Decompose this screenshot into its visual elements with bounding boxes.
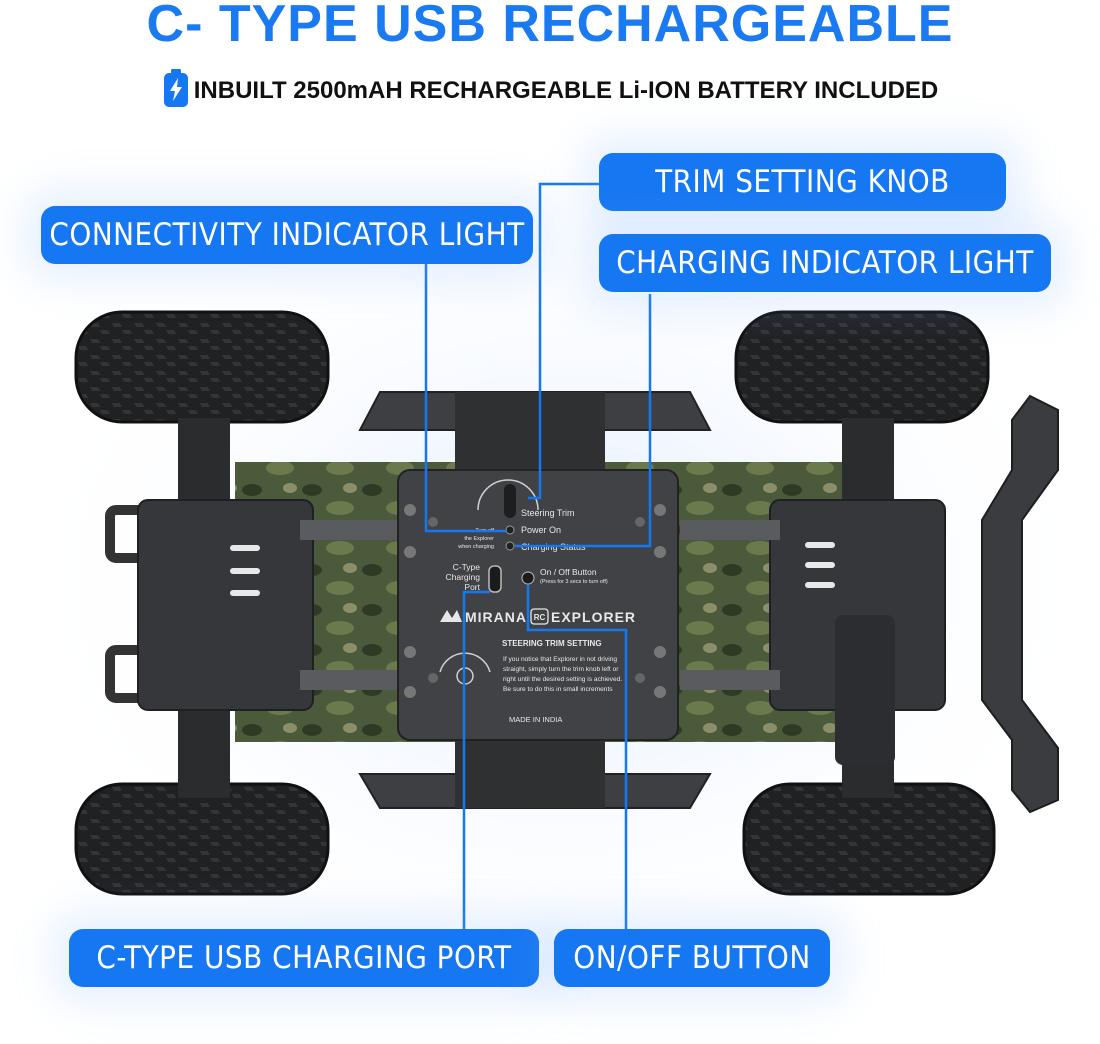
usb-c-port[interactable] (488, 565, 502, 593)
turn-off-note-3: when charging (457, 544, 494, 550)
callout-trim-knob: TRIM SETTING KNOB (599, 153, 1006, 211)
ctype-label-3: Port (464, 582, 480, 592)
battery-subtitle: INBUILT 2500mAH RECHARGEABLE Li-ION BATT… (0, 68, 1100, 115)
made-in-text: MADE IN INDIA (509, 715, 562, 724)
battery-subtitle-text: INBUILT 2500mAH RECHARGEABLE Li-ION BATT… (193, 76, 939, 104)
callout-connectivity-light: CONNECTIVITY INDICATOR LIGHT (41, 206, 533, 264)
battery-icon (162, 68, 190, 115)
tire-front-right (734, 310, 990, 424)
leader-trim-knob (528, 182, 600, 500)
tire-rear-left (74, 782, 330, 896)
steering-trim-text: Steering Trim (521, 508, 575, 518)
trim-text-4: Be sure to do this in small increments (503, 686, 613, 693)
leader-on-off (526, 585, 628, 930)
mirana-logo-icon (440, 610, 462, 622)
callout-usb-port: C-TYPE USB CHARGING PORT (69, 929, 539, 987)
tire-rear-right (742, 782, 996, 896)
charging-status-led (505, 541, 515, 551)
leader-connectivity-light (424, 262, 506, 533)
trim-text-2: straight, simply turn the trim knob left… (503, 666, 619, 673)
tire-front-left (74, 310, 330, 424)
ctype-label-1: C-Type (453, 562, 481, 572)
callout-charging-light: CHARGING INDICATOR LIGHT (599, 234, 1051, 292)
control-panel (397, 469, 679, 741)
callout-on-off-button: ON/OFF BUTTON (554, 929, 830, 987)
turn-off-note-2: the Explorer (464, 536, 494, 542)
trim-text-1: If you notice that Explorer in not drivi… (503, 656, 617, 663)
trim-knob[interactable] (504, 484, 516, 518)
on-off-button[interactable] (521, 571, 535, 585)
power-on-led (505, 525, 515, 535)
power-on-text: Power On (521, 525, 561, 535)
on-off-text: On / Off Button (540, 567, 597, 577)
leader-usb-port (462, 590, 490, 930)
brand-badge: RC (534, 613, 546, 622)
on-off-note: (Press for 3 secs to turn off) (540, 579, 608, 585)
ctype-label-2: Charging (446, 572, 481, 582)
leader-charging-light (515, 294, 652, 548)
trim-text-3: right until the desired setting is achie… (503, 676, 622, 683)
page-title: C- TYPE USB RECHARGEABLE (146, 0, 954, 53)
brand-mirana: MIRANA (465, 609, 527, 625)
trim-heading: STEERING TRIM SETTING (502, 639, 602, 648)
brand-explorer: EXPLORER (551, 609, 636, 625)
